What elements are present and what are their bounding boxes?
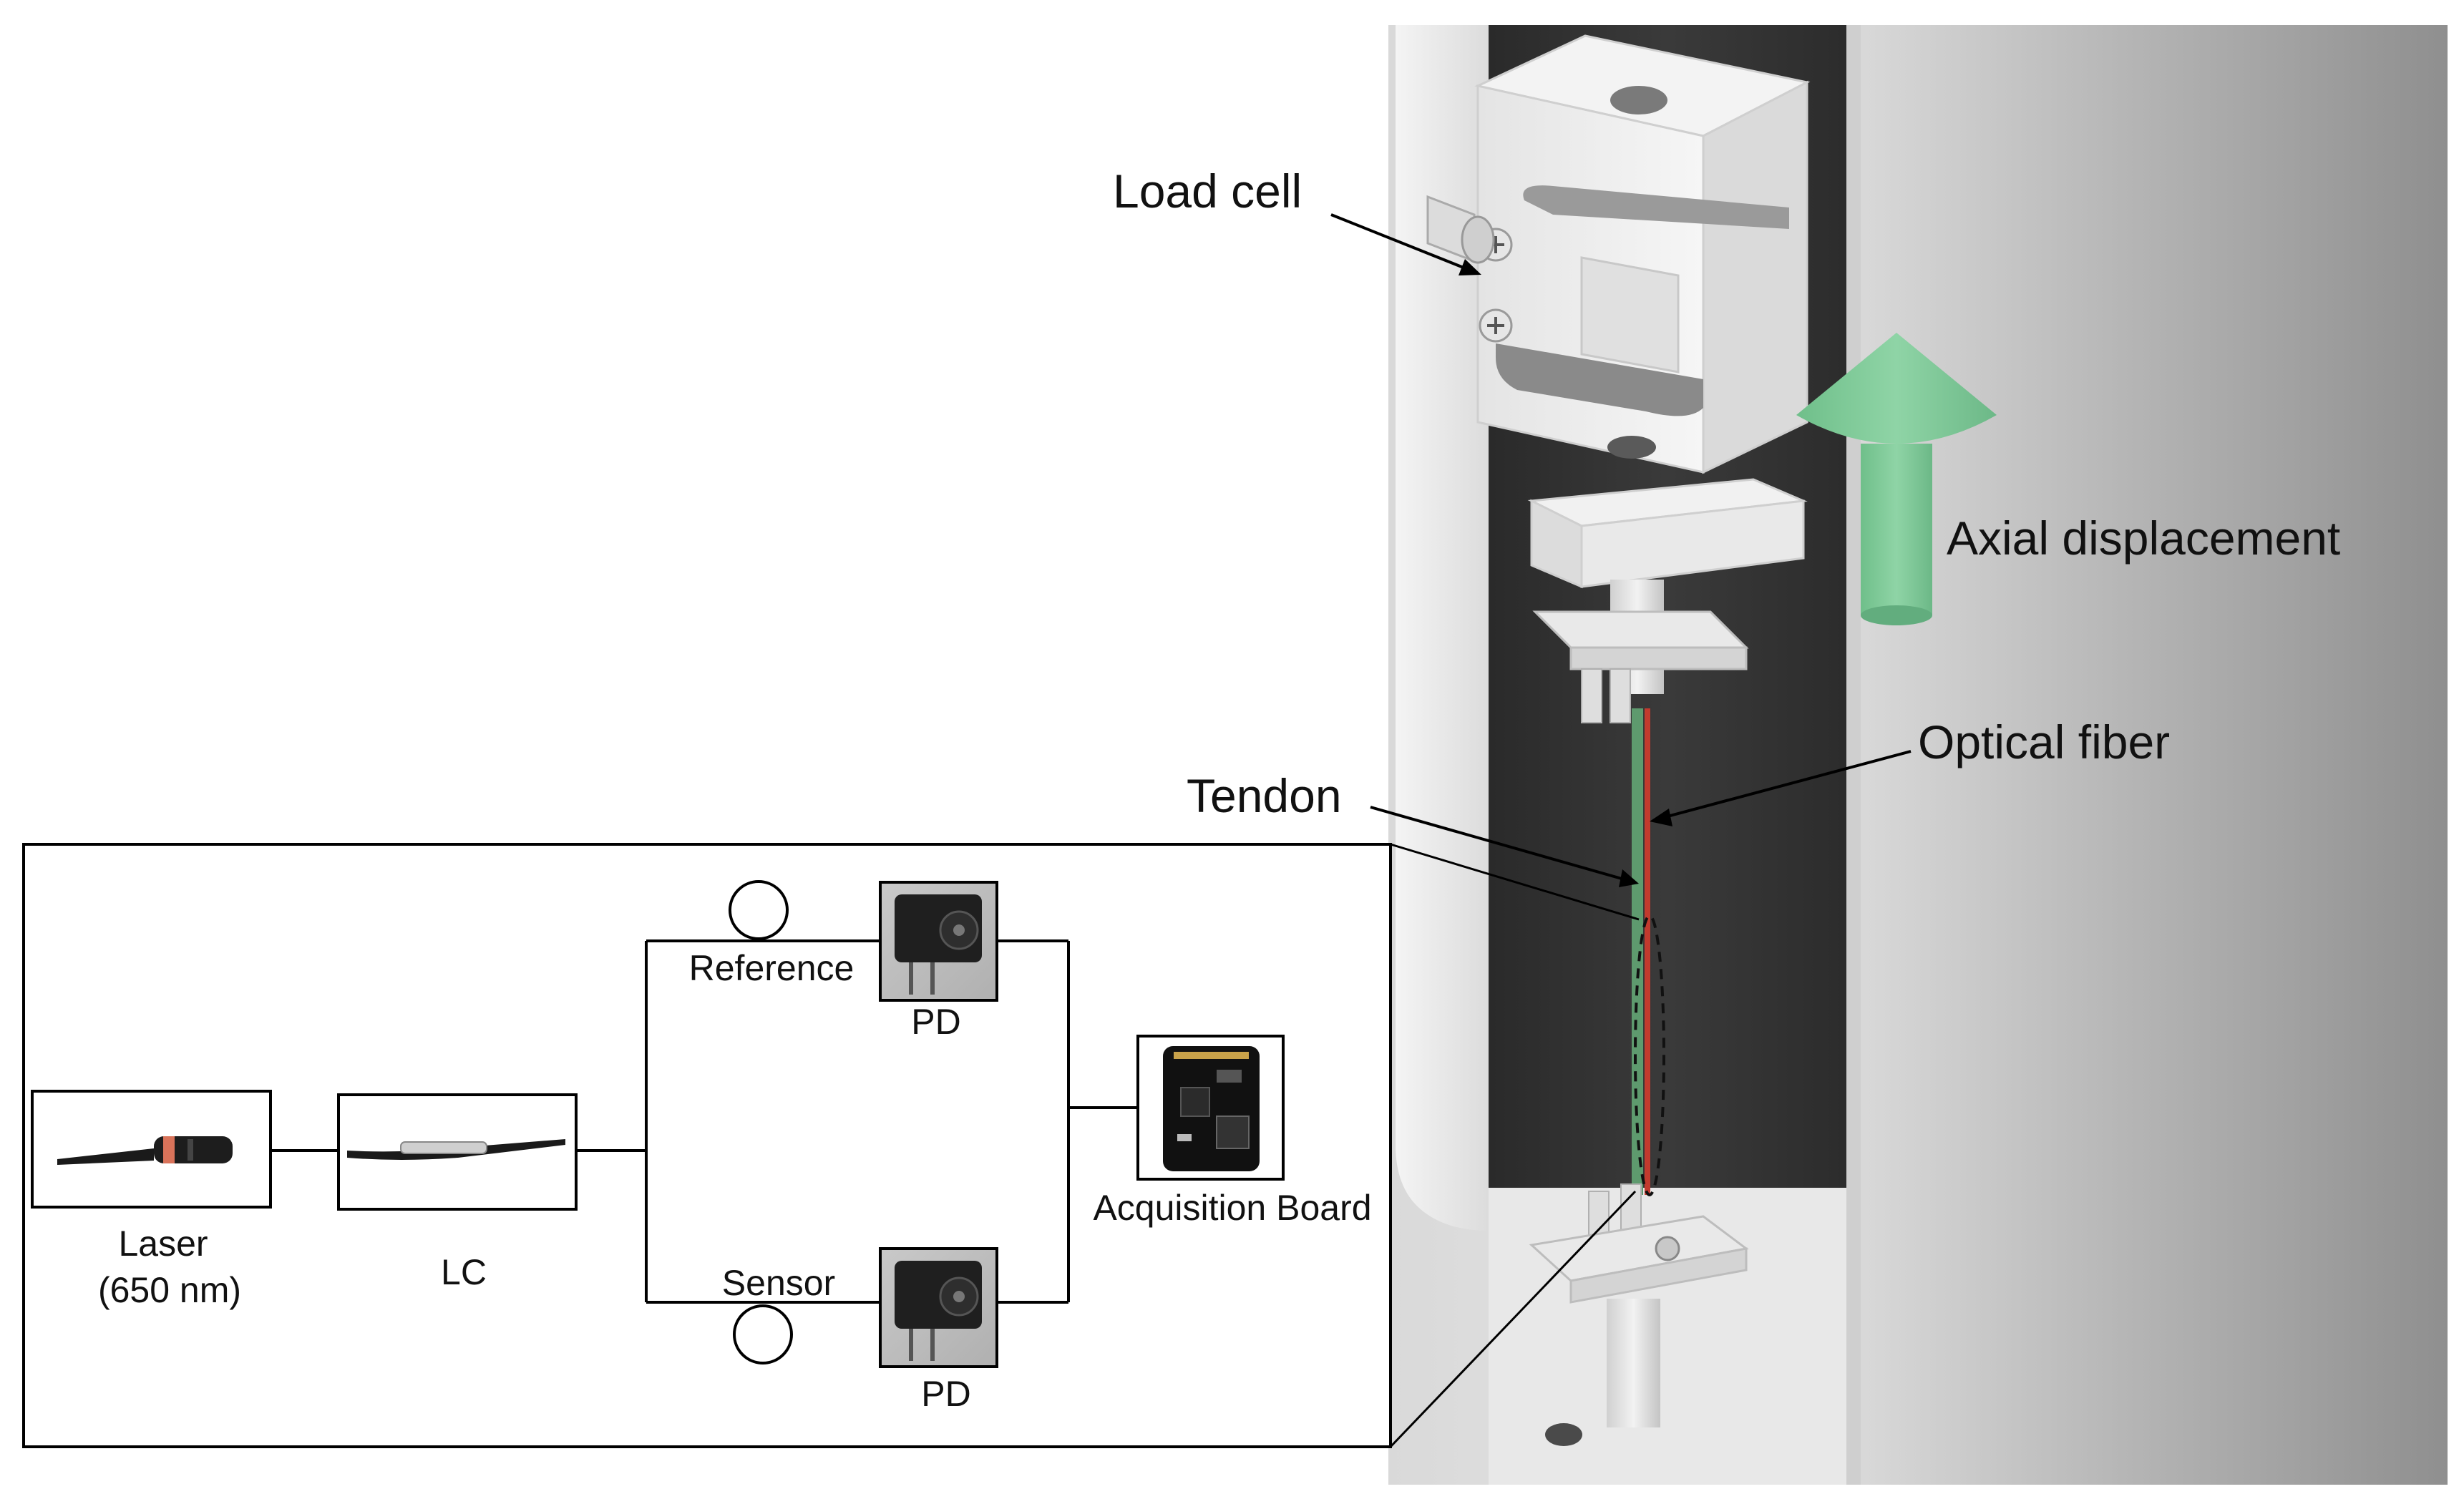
rig-left-rail [1396, 25, 1489, 1231]
optical-fiber-arrowhead [1650, 809, 1672, 826]
lower-clamp-block [1527, 478, 1808, 589]
label-pd-top: PD [911, 1002, 960, 1042]
label-lc: LC [441, 1252, 487, 1292]
test-rig-render [1388, 25, 2448, 1485]
label-reference: Reference [689, 948, 854, 988]
base-hole [1545, 1423, 1582, 1446]
label-laser: Laser [118, 1224, 208, 1264]
load-cell-leader [1330, 213, 1479, 275]
sensing-region-ellipse [1634, 914, 1665, 1196]
axial-displacement-arrow [1796, 333, 1997, 625]
label-acquisition-board: Acquisition Board [1093, 1188, 1371, 1228]
label-sensor: Sensor [722, 1263, 835, 1303]
microcontroller-board-icon [1163, 1046, 1260, 1171]
photodiode-icon-bottom [895, 1261, 982, 1361]
lower-grip [1529, 1183, 1749, 1304]
sensor-fiber-loop [733, 1304, 793, 1364]
optical-fiber [1645, 708, 1650, 1195]
optical-fiber-leader [1656, 750, 1912, 821]
zoom-line-top [1390, 843, 1640, 921]
photodiode-icon-top [895, 894, 982, 995]
lower-rod [1607, 1299, 1660, 1427]
reference-fiber-loop [729, 880, 789, 940]
label-pd-bottom: PD [921, 1374, 970, 1414]
rig-right-edge [1846, 25, 1861, 1485]
lc-fiber-icon [347, 1139, 565, 1160]
load-cell-body [1426, 34, 1811, 474]
label-laser-wavelength: (650 nm) [98, 1270, 241, 1310]
label-tendon: Tendon [1187, 769, 1342, 822]
label-load-cell: Load cell [1113, 165, 1302, 218]
label-optical-fiber: Optical fiber [1918, 716, 2170, 768]
label-axial-displacement: Axial displacement [1947, 512, 2340, 565]
laser-pointer-icon [57, 1136, 233, 1165]
upper-grip [1532, 610, 1749, 723]
callouts: Load cell Axial displacement Optical fib… [1113, 165, 2340, 887]
load-cell-arrowhead [1459, 259, 1481, 275]
setup-schematic-inset: Laser (650 nm) LC Reference Sensor PD [22, 843, 1640, 1448]
tendon-arrowhead [1619, 869, 1639, 887]
tendon-leader [1370, 806, 1632, 883]
zoom-line-bottom [1389, 1190, 1637, 1448]
